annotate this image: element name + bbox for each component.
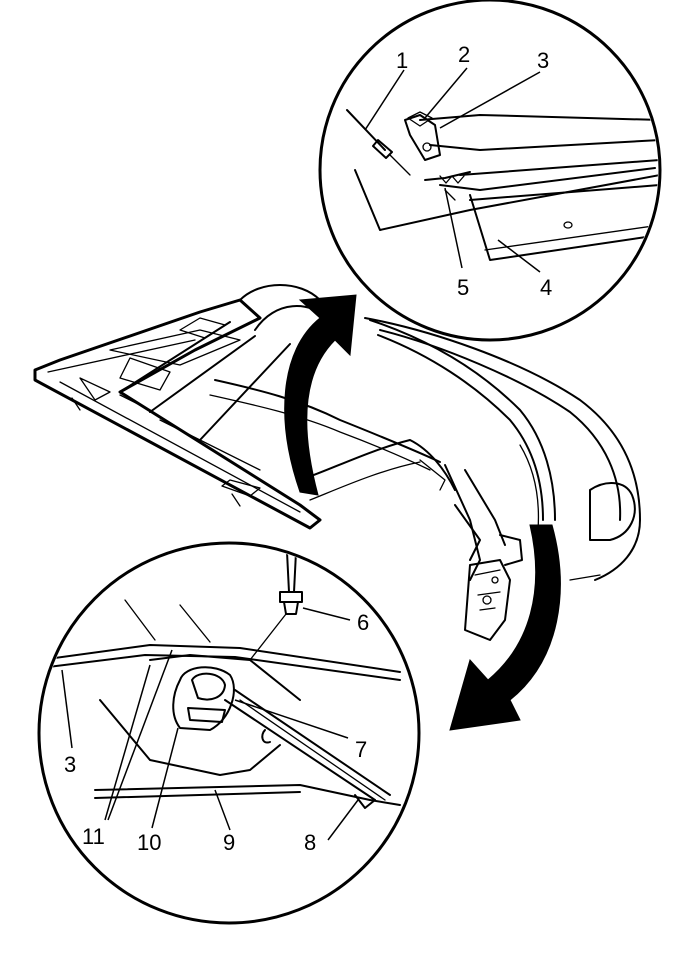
lower-detail-view	[37, 541, 421, 925]
upper-detail-view	[318, 0, 662, 342]
callout-3-top: 3	[537, 48, 549, 73]
callout-5: 5	[457, 275, 469, 300]
callout-7: 7	[355, 737, 367, 762]
callout-9: 9	[223, 830, 235, 855]
callout-10: 10	[137, 830, 161, 855]
callout-1: 1	[396, 48, 408, 73]
downward-curved-arrow	[449, 524, 561, 731]
upward-curved-arrow	[284, 294, 357, 496]
callout-8: 8	[304, 830, 316, 855]
callout-3-bottom: 3	[64, 752, 76, 777]
convertible-top-frame	[33, 284, 641, 641]
callout-11: 11	[82, 824, 105, 849]
callout-6: 6	[357, 610, 369, 635]
callout-4: 4	[540, 275, 552, 300]
callout-2: 2	[458, 42, 470, 67]
